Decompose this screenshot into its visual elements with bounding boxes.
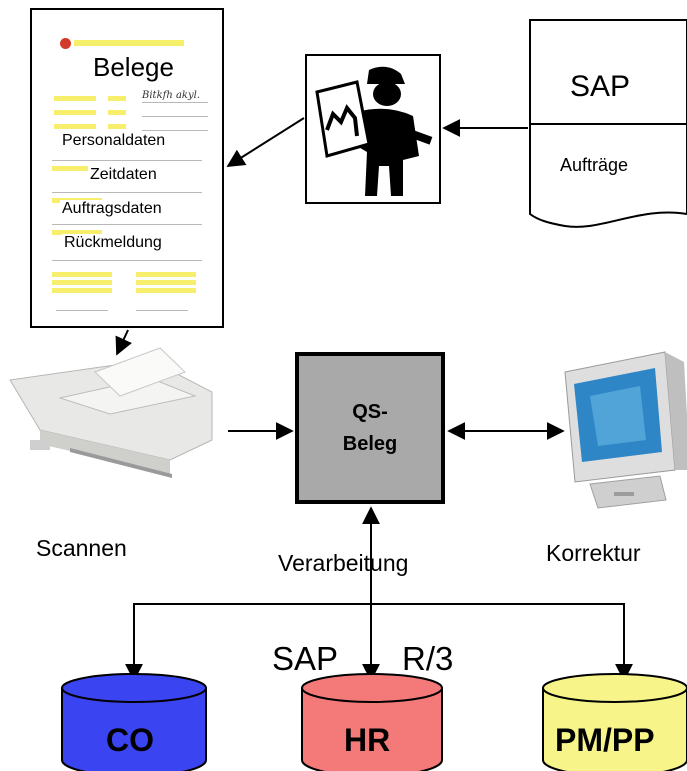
sap-label: SAP: [272, 640, 339, 677]
section-zeitdaten: Zeitdaten: [88, 166, 159, 184]
korrektur-label: Korrektur: [546, 540, 641, 566]
arrow-document-to-scanner: [115, 329, 132, 356]
monitor-image: [564, 351, 687, 509]
qs-beleg-box: QS- Beleg: [295, 352, 445, 504]
verarbeitung-label: Verarbeitung: [278, 550, 409, 576]
module-pmpp-label: PM/PP: [555, 722, 655, 758]
r3-label: R/3: [402, 640, 454, 677]
cylinder-hr: [301, 673, 443, 771]
distribution-bus: [133, 603, 625, 680]
qs-beleg-label: QS- Beleg: [342, 401, 398, 455]
module-hr-label: HR: [344, 722, 391, 758]
cylinder-co: [61, 673, 207, 771]
section-rueckmeldung: Rückmeldung: [62, 234, 164, 252]
sap-source-subtitle: Aufträge: [560, 155, 629, 175]
arrow-worker-to-document: [226, 117, 305, 167]
document-logo: [60, 38, 71, 49]
section-personaldaten: Personaldaten: [60, 132, 168, 150]
scannen-label: Scannen: [36, 535, 127, 561]
scanner-image: [9, 347, 213, 478]
worker-icon: [305, 54, 441, 204]
section-auftragsdaten: Auftragsdaten: [60, 200, 164, 218]
cylinder-pmpp: [542, 673, 687, 771]
module-co-label: CO: [106, 722, 154, 758]
document-title: Belege: [90, 52, 177, 82]
belege-document: Belege Bitkfh akyl. Personaldaten Zeitda…: [30, 8, 224, 328]
sap-source-title: SAP: [570, 70, 631, 103]
